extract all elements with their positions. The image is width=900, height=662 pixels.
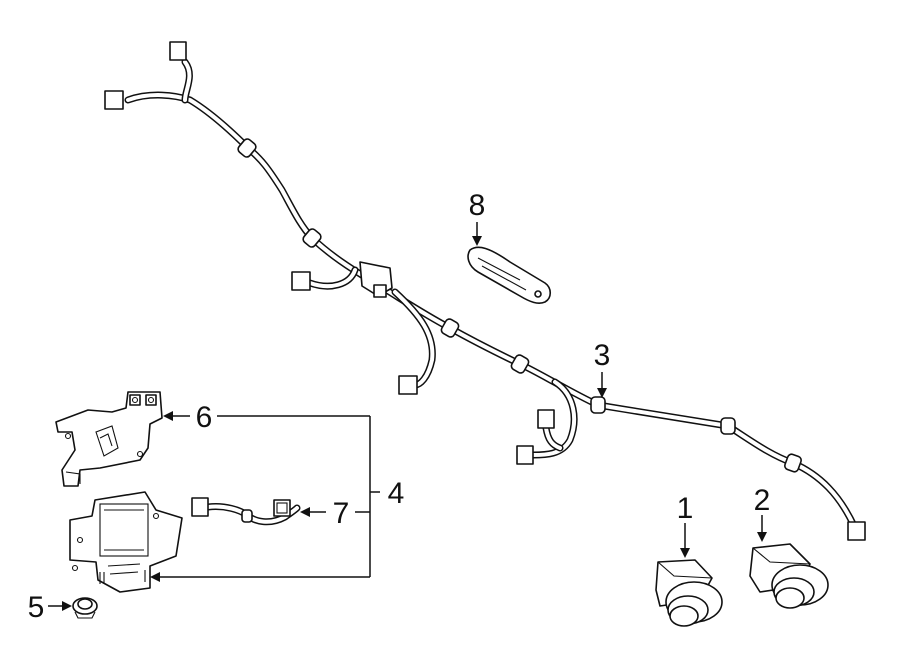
park-assist-module[interactable] <box>69 491 183 593</box>
callout-5: 5 <box>28 591 45 624</box>
push-fastener[interactable] <box>72 597 98 619</box>
module-bracket[interactable] <box>55 391 163 487</box>
callout-1: 1 <box>677 492 694 525</box>
jumper-wire[interactable] <box>191 497 301 526</box>
wire-harness[interactable] <box>104 41 866 541</box>
callout-8: 8 <box>469 189 486 222</box>
park-sensor-1[interactable] <box>655 559 723 627</box>
callout-2: 2 <box>754 484 771 517</box>
park-sensor-2[interactable] <box>749 543 829 609</box>
sensor-retainer[interactable] <box>467 246 552 304</box>
callouts: 1 2 3 4 5 6 7 8 <box>28 189 771 624</box>
callout-4: 4 <box>388 477 405 510</box>
leader-lines <box>48 222 767 611</box>
callout-7: 7 <box>333 497 350 530</box>
callout-6: 6 <box>196 401 213 434</box>
callout-3: 3 <box>594 339 611 372</box>
